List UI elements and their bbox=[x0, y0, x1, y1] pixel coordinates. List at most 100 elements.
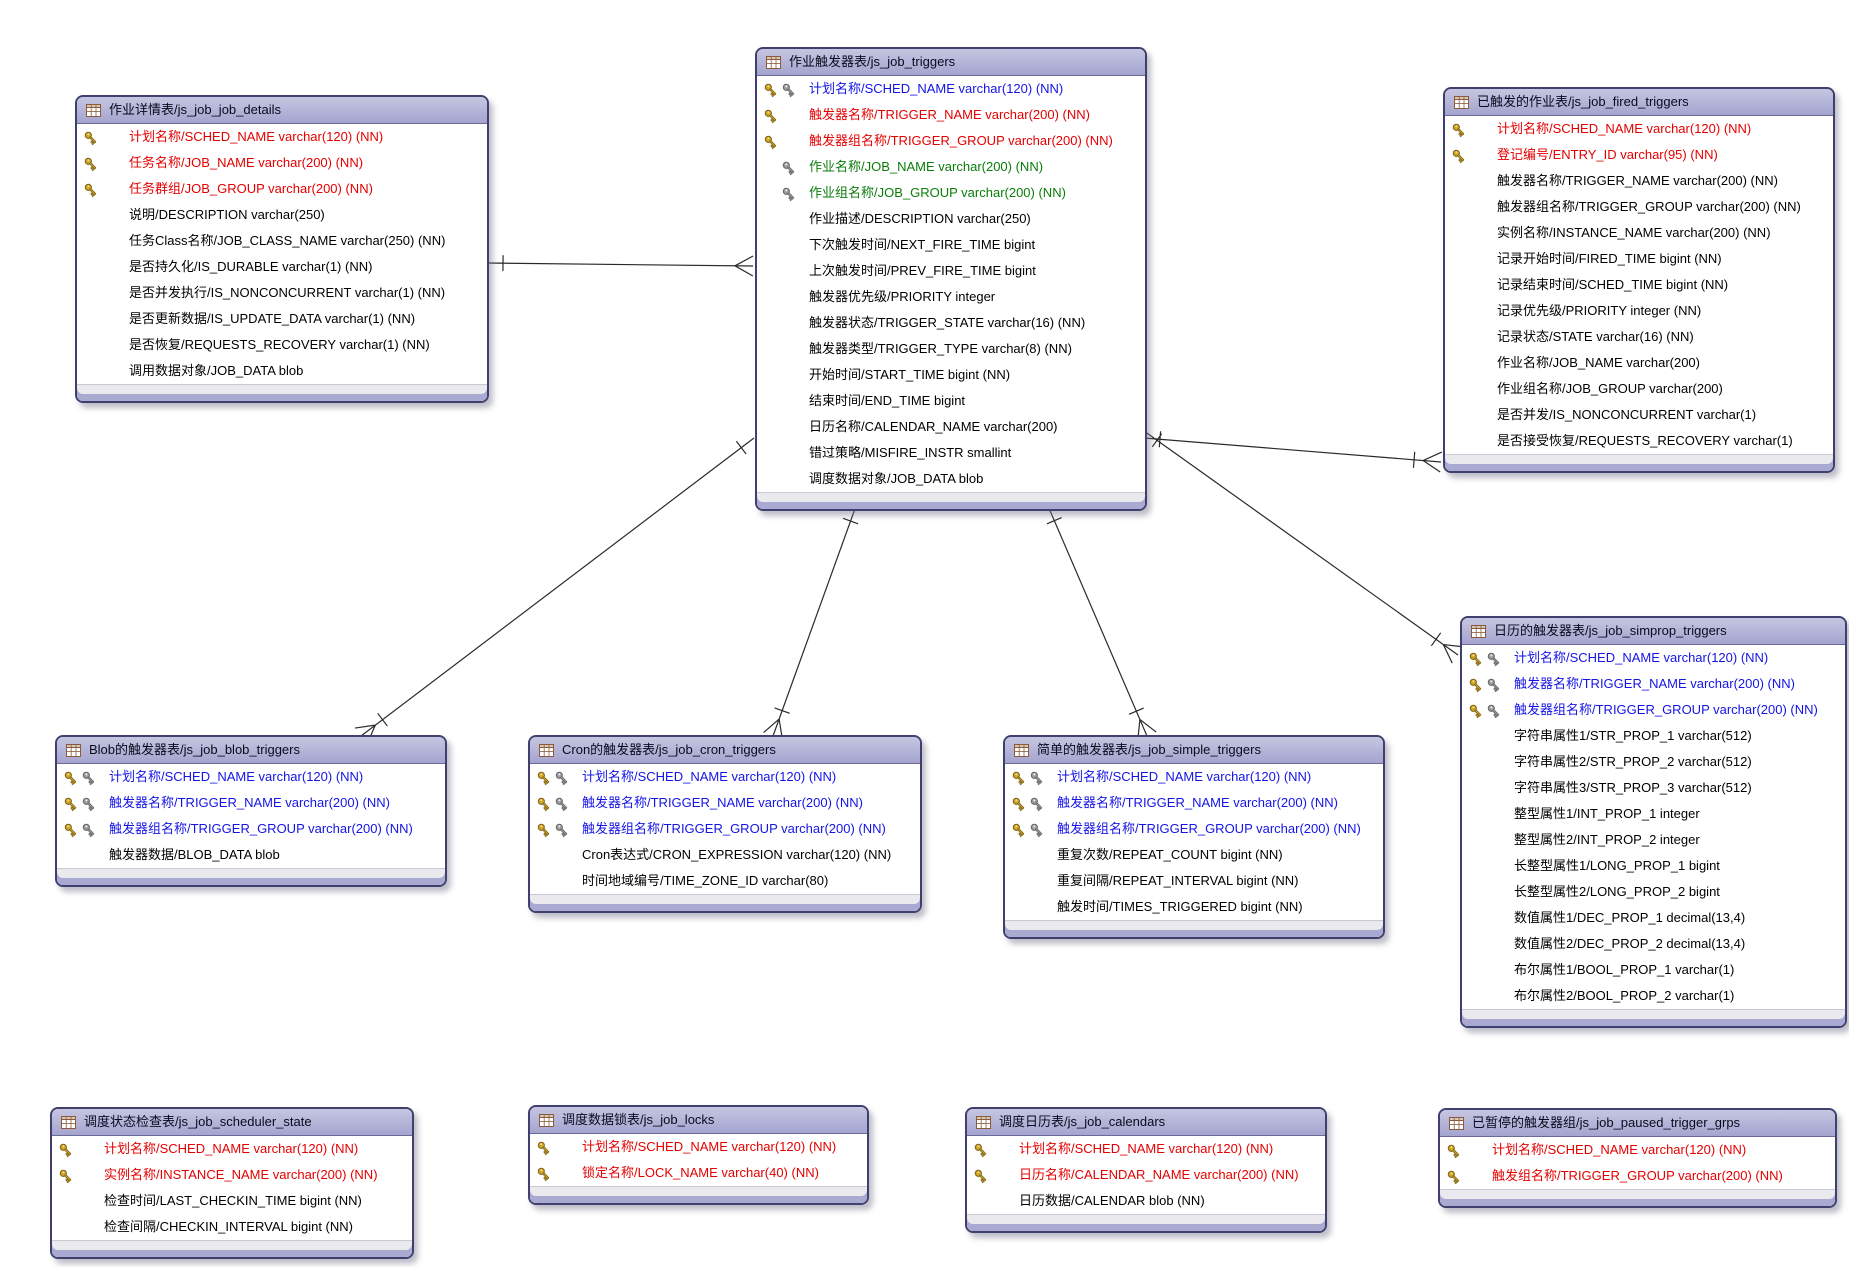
column-row[interactable]: 触发器组名称/TRIGGER_GROUP varchar(200) (NN) bbox=[57, 816, 445, 842]
table-header[interactable]: 作业触发器表/js_job_triggers bbox=[757, 49, 1145, 76]
column-row[interactable]: 触发器名称/TRIGGER_NAME varchar(200) (NN) bbox=[1445, 168, 1833, 194]
column-row[interactable]: 实例名称/INSTANCE_NAME varchar(200) (NN) bbox=[1445, 220, 1833, 246]
column-row[interactable]: 作业组名称/JOB_GROUP varchar(200) bbox=[1445, 376, 1833, 402]
column-row[interactable]: 计划名称/SCHED_NAME varchar(120) (NN) bbox=[530, 1134, 867, 1160]
column-row[interactable]: 触发时间/TIMES_TRIGGERED bigint (NN) bbox=[1005, 894, 1383, 920]
column-row[interactable]: 任务Class名称/JOB_CLASS_NAME varchar(250) (N… bbox=[77, 228, 487, 254]
column-row[interactable]: 作业组名称/JOB_GROUP varchar(200) (NN) bbox=[757, 180, 1145, 206]
column-row[interactable]: 任务名称/JOB_NAME varchar(200) (NN) bbox=[77, 150, 487, 176]
column-row[interactable]: 日历名称/CALENDAR_NAME varchar(200) (NN) bbox=[967, 1162, 1325, 1188]
column-row[interactable]: 计划名称/SCHED_NAME varchar(120) (NN) bbox=[1462, 645, 1845, 671]
column-row[interactable]: 整型属性1/INT_PROP_1 integer bbox=[1462, 801, 1845, 827]
column-row[interactable]: 结束时间/END_TIME bigint bbox=[757, 388, 1145, 414]
column-row[interactable]: 是否并发执行/IS_NONCONCURRENT varchar(1) (NN) bbox=[77, 280, 487, 306]
column-row[interactable]: 记录开始时间/FIRED_TIME bigint (NN) bbox=[1445, 246, 1833, 272]
column-row[interactable]: 数值属性2/DEC_PROP_2 decimal(13,4) bbox=[1462, 931, 1845, 957]
column-row[interactable]: 日历名称/CALENDAR_NAME varchar(200) bbox=[757, 414, 1145, 440]
table-header[interactable]: 作业详情表/js_job_job_details bbox=[77, 97, 487, 124]
column-row[interactable]: 时间地域编号/TIME_ZONE_ID varchar(80) bbox=[530, 868, 920, 894]
column-row[interactable]: 记录结束时间/SCHED_TIME bigint (NN) bbox=[1445, 272, 1833, 298]
column-row[interactable]: 是否并发/IS_NONCONCURRENT varchar(1) bbox=[1445, 402, 1833, 428]
column-row[interactable]: 作业描述/DESCRIPTION varchar(250) bbox=[757, 206, 1145, 232]
column-row[interactable]: 字符串属性2/STR_PROP_2 varchar(512) bbox=[1462, 749, 1845, 775]
column-row[interactable]: 重复次数/REPEAT_COUNT bigint (NN) bbox=[1005, 842, 1383, 868]
column-row[interactable]: 是否更新数据/IS_UPDATE_DATA varchar(1) (NN) bbox=[77, 306, 487, 332]
table-header[interactable]: 日历的触发器表/js_job_simprop_triggers bbox=[1462, 618, 1845, 645]
column-row[interactable]: 下次触发时间/NEXT_FIRE_TIME bigint bbox=[757, 232, 1145, 258]
column-row[interactable]: 作业名称/JOB_NAME varchar(200) bbox=[1445, 350, 1833, 376]
column-row[interactable]: 检查间隔/CHECKIN_INTERVAL bigint (NN) bbox=[52, 1214, 412, 1240]
column-row[interactable]: 计划名称/SCHED_NAME varchar(120) (NN) bbox=[1005, 764, 1383, 790]
column-row[interactable]: 触发器名称/TRIGGER_NAME varchar(200) (NN) bbox=[1005, 790, 1383, 816]
column-row[interactable]: 触发器组名称/TRIGGER_GROUP varchar(200) (NN) bbox=[1462, 697, 1845, 723]
column-row[interactable]: 触发器组名称/TRIGGER_GROUP varchar(200) (NN) bbox=[757, 128, 1145, 154]
column-row[interactable]: 长整型属性1/LONG_PROP_1 bigint bbox=[1462, 853, 1845, 879]
column-row[interactable]: 登记编号/ENTRY_ID varchar(95) (NN) bbox=[1445, 142, 1833, 168]
column-row[interactable]: 错过策略/MISFIRE_INSTR smallint bbox=[757, 440, 1145, 466]
table-header[interactable]: 简单的触发器表/js_job_simple_triggers bbox=[1005, 737, 1383, 764]
column-row[interactable]: 锁定名称/LOCK_NAME varchar(40) (NN) bbox=[530, 1160, 867, 1186]
table-header[interactable]: Blob的触发器表/js_job_blob_triggers bbox=[57, 737, 445, 764]
column-row[interactable]: 触发器组名称/TRIGGER_GROUP varchar(200) (NN) bbox=[1005, 816, 1383, 842]
table-header[interactable]: 已暂停的触发器组/js_job_paused_trigger_grps bbox=[1440, 1110, 1835, 1137]
column-row[interactable]: 是否恢复/REQUESTS_RECOVERY varchar(1) (NN) bbox=[77, 332, 487, 358]
column-row[interactable]: 计划名称/SCHED_NAME varchar(120) (NN) bbox=[530, 764, 920, 790]
column-row[interactable]: 数值属性1/DEC_PROP_1 decimal(13,4) bbox=[1462, 905, 1845, 931]
table-header[interactable]: 调度状态检查表/js_job_scheduler_state bbox=[52, 1109, 412, 1136]
column-row[interactable]: 说明/DESCRIPTION varchar(250) bbox=[77, 202, 487, 228]
column-row[interactable]: Cron表达式/CRON_EXPRESSION varchar(120) (NN… bbox=[530, 842, 920, 868]
column-row[interactable]: 记录状态/STATE varchar(16) (NN) bbox=[1445, 324, 1833, 350]
column-row[interactable]: 字符串属性3/STR_PROP_3 varchar(512) bbox=[1462, 775, 1845, 801]
column-row[interactable]: 触发器类型/TRIGGER_TYPE varchar(8) (NN) bbox=[757, 336, 1145, 362]
column-row[interactable]: 日历数据/CALENDAR blob (NN) bbox=[967, 1188, 1325, 1214]
column-row[interactable]: 触发器组名称/TRIGGER_GROUP varchar(200) (NN) bbox=[1445, 194, 1833, 220]
column-row[interactable]: 开始时间/START_TIME bigint (NN) bbox=[757, 362, 1145, 388]
column-row[interactable]: 触发器状态/TRIGGER_STATE varchar(16) (NN) bbox=[757, 310, 1145, 336]
column-row[interactable]: 计划名称/SCHED_NAME varchar(120) (NN) bbox=[77, 124, 487, 150]
column-row[interactable]: 计划名称/SCHED_NAME varchar(120) (NN) bbox=[1440, 1137, 1835, 1163]
column-row[interactable]: 调度数据对象/JOB_DATA blob bbox=[757, 466, 1145, 492]
column-row[interactable]: 触发器组名称/TRIGGER_GROUP varchar(200) (NN) bbox=[530, 816, 920, 842]
column-row[interactable]: 触发器名称/TRIGGER_NAME varchar(200) (NN) bbox=[757, 102, 1145, 128]
column-row[interactable]: 整型属性2/INT_PROP_2 integer bbox=[1462, 827, 1845, 853]
table-header[interactable]: Cron的触发器表/js_job_cron_triggers bbox=[530, 737, 920, 764]
column-row[interactable]: 布尔属性2/BOOL_PROP_2 varchar(1) bbox=[1462, 983, 1845, 1009]
column-row[interactable]: 触发器名称/TRIGGER_NAME varchar(200) (NN) bbox=[57, 790, 445, 816]
column-row[interactable]: 实例名称/INSTANCE_NAME varchar(200) (NN) bbox=[52, 1162, 412, 1188]
column-row[interactable]: 触发器名称/TRIGGER_NAME varchar(200) (NN) bbox=[1462, 671, 1845, 697]
column-row[interactable]: 检查时间/LAST_CHECKIN_TIME bigint (NN) bbox=[52, 1188, 412, 1214]
column-row[interactable]: 调用数据对象/JOB_DATA blob bbox=[77, 358, 487, 384]
column-row[interactable]: 布尔属性1/BOOL_PROP_1 varchar(1) bbox=[1462, 957, 1845, 983]
column-row[interactable]: 记录优先级/PRIORITY integer (NN) bbox=[1445, 298, 1833, 324]
column-row[interactable]: 计划名称/SCHED_NAME varchar(120) (NN) bbox=[57, 764, 445, 790]
column-row[interactable]: 长整型属性2/LONG_PROP_2 bigint bbox=[1462, 879, 1845, 905]
column-row[interactable]: 计划名称/SCHED_NAME varchar(120) (NN) bbox=[967, 1136, 1325, 1162]
table-header[interactable]: 调度日历表/js_job_calendars bbox=[967, 1109, 1325, 1136]
column-row[interactable]: 计划名称/SCHED_NAME varchar(120) (NN) bbox=[52, 1136, 412, 1162]
column-row[interactable]: 计划名称/SCHED_NAME varchar(120) (NN) bbox=[1445, 116, 1833, 142]
column-row[interactable]: 触发组名称/TRIGGER_GROUP varchar(200) (NN) bbox=[1440, 1163, 1835, 1189]
table-header[interactable]: 调度数据锁表/js_job_locks bbox=[530, 1107, 867, 1134]
column-row[interactable]: 是否持久化/IS_DURABLE varchar(1) (NN) bbox=[77, 254, 487, 280]
column-row[interactable]: 任务群组/JOB_GROUP varchar(200) (NN) bbox=[77, 176, 487, 202]
column-row[interactable]: 触发器数据/BLOB_DATA blob bbox=[57, 842, 445, 868]
column-row[interactable]: 重复间隔/REPEAT_INTERVAL bigint (NN) bbox=[1005, 868, 1383, 894]
column-row[interactable]: 字符串属性1/STR_PROP_1 varchar(512) bbox=[1462, 723, 1845, 749]
column-row[interactable]: 上次触发时间/PREV_FIRE_TIME bigint bbox=[757, 258, 1145, 284]
column-row[interactable]: 计划名称/SCHED_NAME varchar(120) (NN) bbox=[757, 76, 1145, 102]
column-row[interactable]: 是否接受恢复/REQUESTS_RECOVERY varchar(1) bbox=[1445, 428, 1833, 454]
table-header[interactable]: 已触发的作业表/js_job_fired_triggers bbox=[1445, 89, 1833, 116]
column-row[interactable]: 作业名称/JOB_NAME varchar(200) (NN) bbox=[757, 154, 1145, 180]
column-row[interactable]: 触发器优先级/PRIORITY integer bbox=[757, 284, 1145, 310]
